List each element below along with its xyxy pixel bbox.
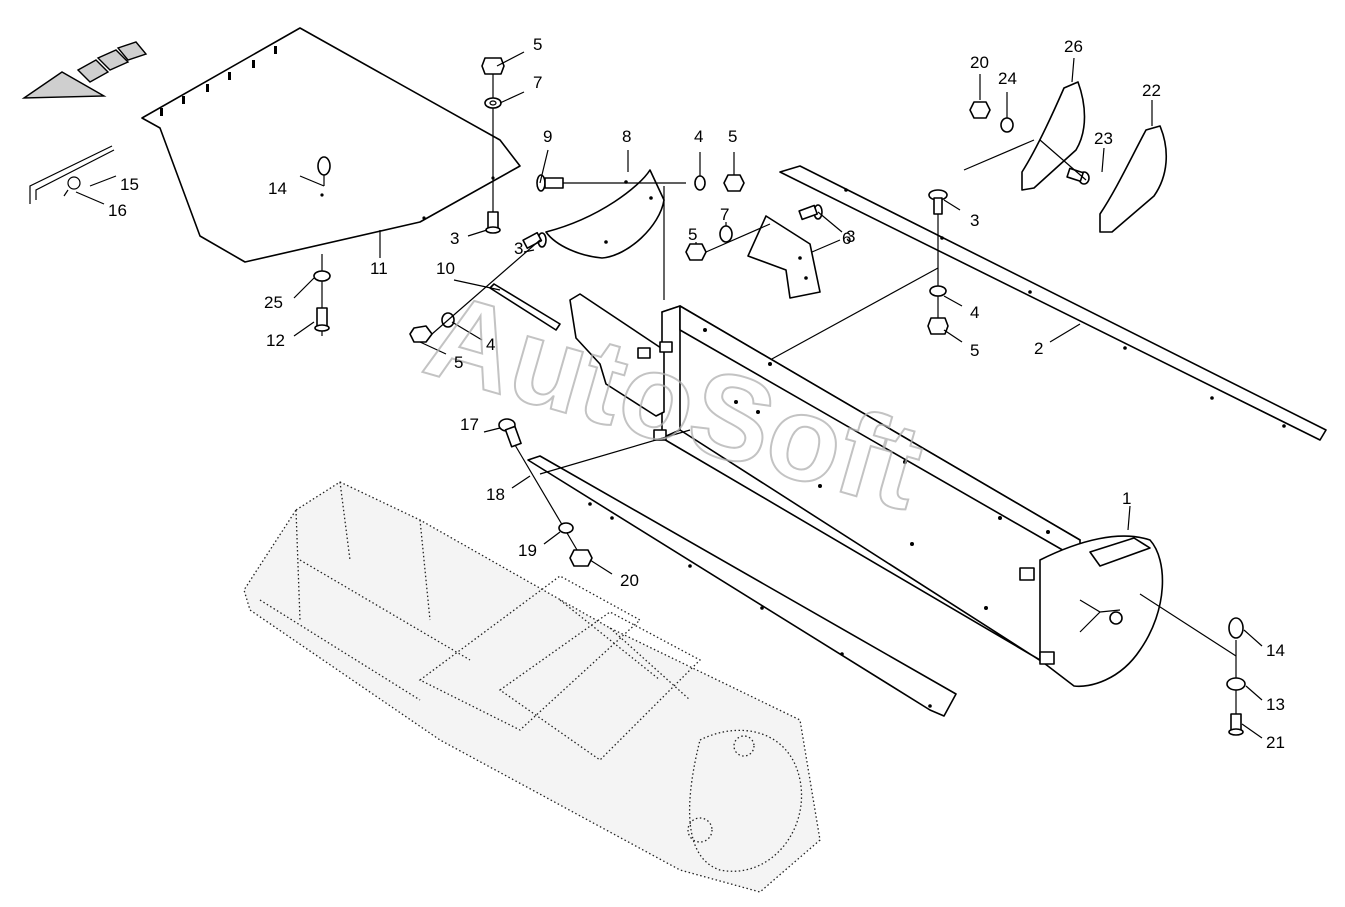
callout-15: 15 [120,175,139,194]
callout-22: 22 [1142,81,1161,100]
callout-12: 12 [266,331,285,350]
shield-plate-11 [141,27,521,263]
callout-7: 7 [720,205,729,224]
callout-4: 4 [970,303,979,322]
callout-5: 5 [970,341,979,360]
callout-3: 3 [846,227,855,246]
callout-2: 2 [1034,339,1043,358]
callout-16: 16 [108,201,127,220]
callout-24: 24 [998,69,1017,88]
callout-9: 9 [543,127,552,146]
callout-10: 10 [436,259,455,278]
callout-8: 8 [622,127,631,146]
hardware-stack-right [769,189,949,361]
leader-lines [75,51,1263,739]
callout-26: 26 [1064,37,1083,56]
washer-nut-4-5 [663,174,745,300]
hardware-stack-upper [481,57,505,234]
callout-23: 23 [1094,129,1113,148]
callout-4: 4 [694,127,703,146]
callout-13: 13 [1266,695,1285,714]
callout-21: 21 [1266,733,1285,752]
curved-guard-8 [545,169,665,259]
callout-14: 14 [268,179,287,198]
main-frame-1 [569,293,1164,688]
hardware-stack-left [313,254,331,336]
callout-5: 5 [533,35,542,54]
callout-3: 3 [450,229,459,248]
callout-7: 7 [533,73,542,92]
callout-18: 18 [486,485,505,504]
eyebolt-14-upper [317,156,331,186]
strip-18 [527,429,957,717]
pin-15-16 [29,145,115,204]
nut-washer-5-7 [685,223,771,261]
hardware-stack-far-right [1139,593,1246,736]
bracket-6 [747,215,821,299]
callout-5: 5 [688,225,697,244]
strip-2 [779,165,1327,441]
callout-5: 5 [728,127,737,146]
hardware-17-19-20 [498,418,593,567]
callout-3: 3 [514,239,523,258]
bolt-9 [536,174,686,192]
callout-20: 20 [970,53,989,72]
callout-20: 20 [620,571,639,590]
callout-4: 4 [486,335,495,354]
callout-17: 17 [460,415,479,434]
callout-11: 11 [370,259,388,278]
ghosted-rotor-housing [243,481,821,893]
side-plates-22-26 [963,81,1168,233]
callout-5: 5 [454,353,463,372]
callout-6: 6 [842,229,851,248]
direction-arrow-icon [21,41,148,99]
callout-1: 1 [1122,489,1131,508]
callout-14: 14 [1266,641,1285,660]
callout-19: 19 [518,541,537,560]
callout-25: 25 [264,293,283,312]
callout-labels: 1 2 3 3 3 3 4 4 4 5 5 5 5 5 6 7 7 8 9 10… [108,35,1285,752]
callout-3: 3 [970,211,979,230]
